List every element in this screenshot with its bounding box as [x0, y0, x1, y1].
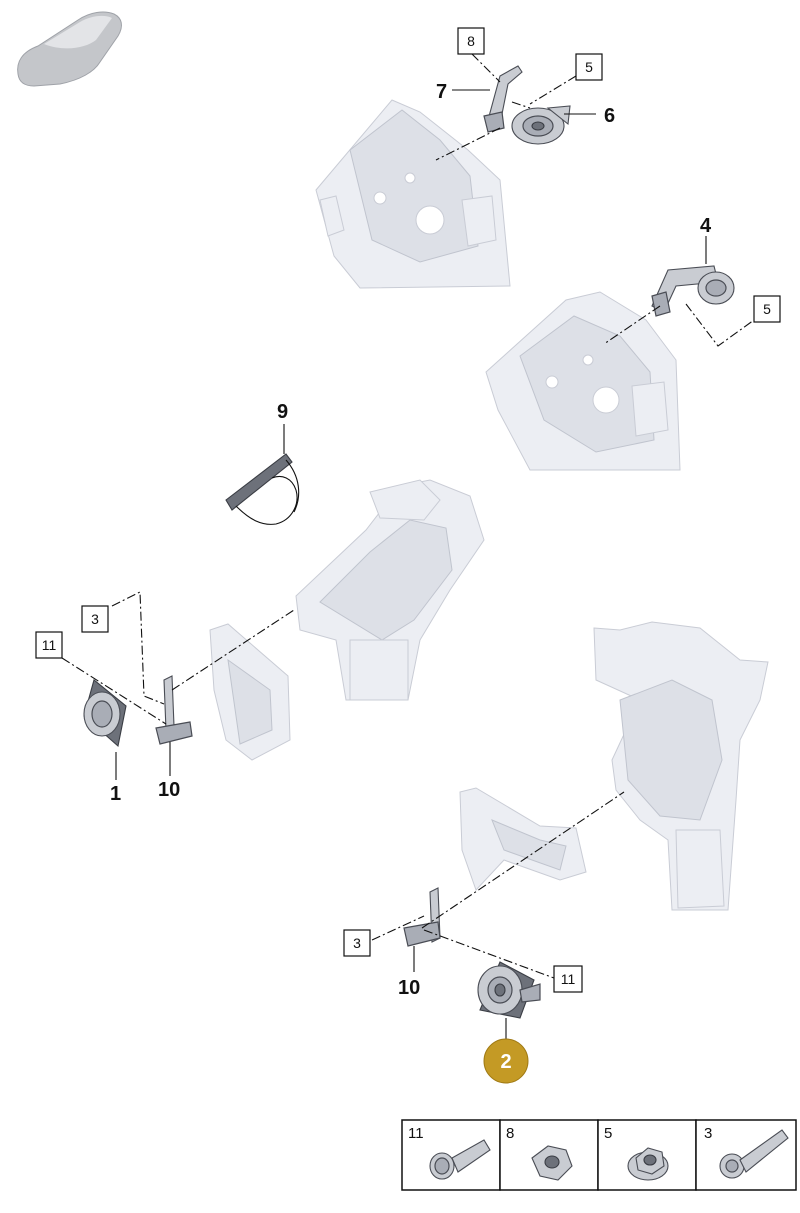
svg-text:11: 11 [408, 1125, 424, 1142]
ref-box-8-top: 8 [457, 27, 485, 55]
ref-box-5-mid: 5 [753, 295, 781, 323]
svg-text:2: 2 [500, 1051, 511, 1073]
legend-item-5: 5 [604, 1125, 669, 1181]
callout-6: 6 [604, 105, 615, 127]
legend-item-11: 11 [408, 1125, 491, 1180]
horn-part-2 [477, 961, 541, 1019]
body-section-middle [485, 291, 681, 471]
svg-text:8: 8 [506, 1125, 514, 1142]
car-silhouette-icon [17, 11, 122, 87]
horn-part-4 [651, 265, 735, 317]
callout-10-left: 10 [158, 779, 180, 801]
svg-text:3: 3 [91, 611, 99, 627]
highlight-badge-part-2[interactable]: 2 [483, 1038, 529, 1084]
callout-10-right: 10 [398, 977, 420, 999]
svg-text:11: 11 [561, 971, 576, 987]
svg-text:3: 3 [353, 935, 361, 951]
callout-1: 1 [110, 783, 121, 805]
svg-text:3: 3 [704, 1125, 712, 1142]
svg-text:5: 5 [763, 301, 771, 317]
callout-7: 7 [436, 81, 447, 103]
body-section-upper [315, 99, 511, 289]
ref-box-11-bottom: 11 [553, 965, 583, 993]
bracket-part-10-right [403, 887, 441, 947]
svg-text:8: 8 [467, 33, 475, 49]
ref-box-3-bottom: 3 [343, 929, 371, 957]
hardware-legend: 11 8 5 3 [401, 1119, 797, 1191]
callout-9: 9 [277, 401, 288, 423]
screw-icon [719, 1129, 789, 1179]
legend-item-3: 3 [704, 1125, 789, 1179]
horn-part-6 [511, 105, 571, 145]
front-structure-right [459, 621, 769, 911]
svg-text:5: 5 [604, 1125, 612, 1142]
front-structure-left [209, 479, 485, 761]
ref-box-11-left: 11 [35, 631, 63, 659]
bracket-part-10-left [155, 675, 193, 745]
flange-bolt-icon [429, 1139, 491, 1180]
svg-text:5: 5 [585, 59, 593, 75]
horn-part-1 [83, 679, 127, 748]
callout-4: 4 [700, 215, 712, 237]
ref-box-5-top: 5 [575, 53, 603, 81]
hex-nut-icon [531, 1145, 573, 1181]
bracket-part-7 [483, 65, 523, 133]
legend-item-8: 8 [506, 1125, 573, 1181]
cable-part-9 [225, 453, 300, 525]
ref-box-3-left: 3 [81, 605, 109, 633]
flange-nut-icon [627, 1147, 669, 1181]
svg-text:11: 11 [42, 637, 57, 653]
